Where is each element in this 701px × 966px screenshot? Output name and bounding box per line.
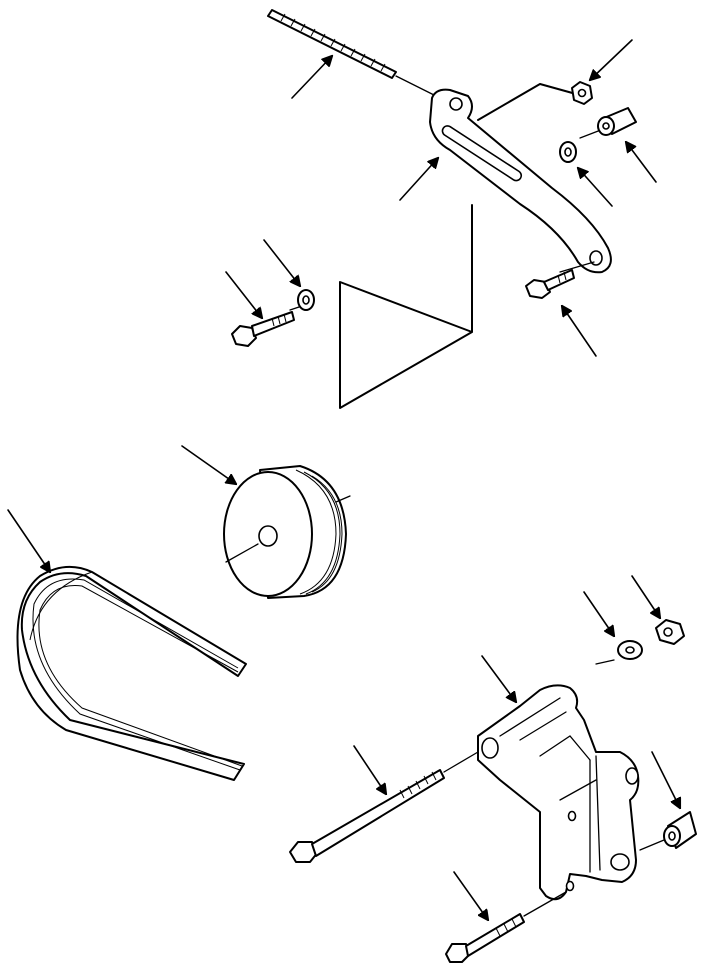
sleeve <box>639 811 697 851</box>
v-ribbed-belt <box>16 565 247 781</box>
slotted-adjusting-bracket <box>429 88 612 274</box>
bolt <box>525 269 575 299</box>
washer <box>617 640 643 660</box>
callout-arrow <box>7 509 50 572</box>
nut <box>571 81 593 105</box>
alignment-line-lower <box>595 659 615 665</box>
callout-arrow <box>590 39 633 80</box>
callout-arrow <box>291 56 332 99</box>
bolt <box>445 891 567 963</box>
callout-arrow <box>225 271 262 318</box>
callout-arrows <box>7 39 680 920</box>
callout-arrow <box>578 168 613 207</box>
nut <box>655 619 685 645</box>
pulley <box>223 465 351 599</box>
callout-arrow <box>626 142 657 183</box>
washer <box>559 141 577 163</box>
callout-arrow <box>631 575 660 618</box>
callout-arrow <box>583 591 614 636</box>
callout-arrow <box>453 871 488 920</box>
callout-arrow <box>562 306 597 357</box>
long-threaded-rod <box>267 9 441 99</box>
callout-arrow <box>263 239 300 286</box>
callout-arrow <box>651 751 680 808</box>
mounting-bracket <box>477 684 640 901</box>
washer <box>297 289 315 311</box>
upper-assembly <box>231 9 637 409</box>
callout-arrow <box>481 655 516 702</box>
spacer <box>597 107 637 136</box>
bolt <box>231 311 295 347</box>
long-bolt <box>289 751 479 863</box>
callout-arrow <box>353 745 386 794</box>
callout-arrow <box>399 158 438 201</box>
lower-assembly <box>289 619 697 963</box>
callout-arrow <box>181 445 236 484</box>
